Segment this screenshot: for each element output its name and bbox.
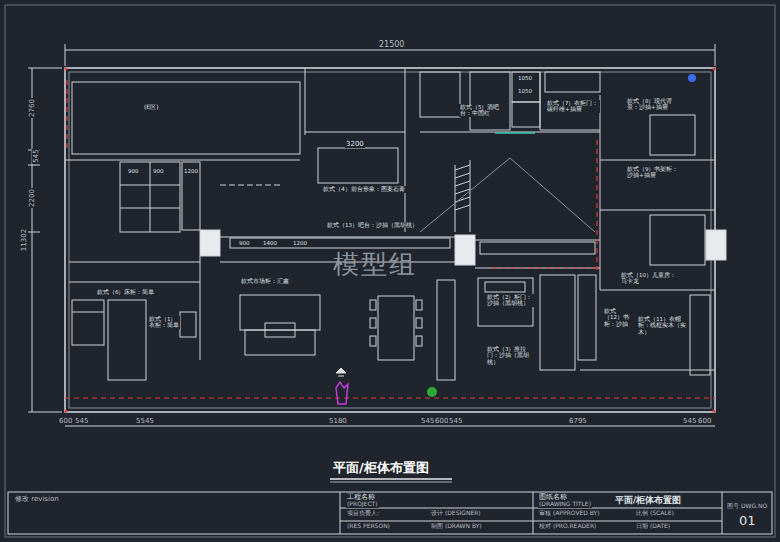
style-note: 款式（11）衣帽柜：线框实木（实木）	[637, 316, 687, 335]
dimension: 600	[58, 417, 73, 425]
style-note: 款式（10）儿童房：马卡龙	[620, 272, 682, 285]
style-note: 款式（13）吧台：沙抽（黑胡桃）	[326, 222, 419, 228]
dimension: 6795	[568, 417, 588, 425]
cabinet-size: 1200	[292, 240, 308, 246]
dimension: 545	[682, 417, 697, 425]
dimension: 2200	[28, 188, 36, 208]
cabinet-size: 1050	[517, 88, 533, 94]
title-block-cell: 平面/柜体布置图	[614, 495, 682, 505]
dimension: 3200	[345, 140, 365, 148]
style-note: 款式（3）推拉门：沙抽（黑胡桃）	[486, 346, 538, 365]
style-note: 款式（5）酒吧台：中国红	[459, 104, 503, 117]
title-block-cell: 图纸名称	[538, 493, 568, 501]
dimension: 11302	[20, 228, 28, 252]
title-block-cell: (DRAWING TITLE)	[538, 501, 592, 508]
cabinet-size: 900	[152, 168, 165, 174]
dimension: 2760	[28, 98, 36, 118]
title-block-cell: 项目负责人:	[346, 510, 380, 517]
style-note: 款式（12）书柜：沙抽	[603, 308, 635, 327]
title-block-cell: 修改 revision	[14, 495, 60, 503]
title-block-cell: 审核 (APPROVED BY)	[538, 510, 601, 517]
style-note: 款式（6）床柜：简单	[96, 289, 156, 295]
style-note: 款式（1）衣柜：简单	[148, 316, 180, 329]
style-note: 款式（8）现代背景：沙抽+抽屉	[626, 98, 682, 111]
dimension: 5180	[328, 417, 348, 425]
title-block-cell: (RES PERSON)	[346, 523, 391, 530]
cabinet-size: 1400	[262, 240, 278, 246]
drawing-title: 平面/柜体布置图	[332, 461, 430, 476]
dimension: 600	[697, 417, 712, 425]
dimension: 545	[74, 417, 89, 425]
title-block-cell: 工程名称	[346, 493, 376, 501]
drawing-number: 01	[738, 514, 757, 529]
cabinet-size: 900	[127, 168, 140, 174]
cabinet-size: 1200	[183, 168, 199, 174]
cabinet-size: 900	[238, 240, 251, 246]
watermark: 模型组	[332, 250, 418, 280]
title-block-cell: 制图 (DRAWN BY)	[430, 523, 483, 530]
style-note: 款式（7）衣柜门：碳纤维+抽屉	[546, 100, 600, 113]
title-block-cell: 设计 (DESIGNER)	[430, 510, 482, 517]
title-block-cell: (PROJECT)	[346, 501, 379, 508]
room-label: (E区)	[143, 104, 159, 111]
dimension: 545	[32, 148, 40, 163]
dimension: 21500	[378, 40, 405, 49]
style-note: 款式市场柜：汇鑫	[240, 278, 290, 285]
style-note: 款式（2）柜门：沙抽（黑胡桃）	[486, 294, 538, 307]
style-note: 款式（4）前台形象：图案石膏	[322, 186, 406, 193]
style-note: 款式（9）书架柜：沙抽+抽屉	[626, 166, 682, 179]
title-block-cell: 比例 (SCALE)	[635, 510, 675, 517]
cabinet-size: 1050	[517, 75, 533, 81]
dimension: 545	[448, 417, 463, 425]
title-block-cell: 图号 DWG.NO	[726, 503, 768, 510]
title-block-cell: 校对 (PRO.READER)	[538, 523, 597, 530]
title-block-cell: 日期 (DATE)	[635, 523, 671, 530]
dimension: 5545	[135, 417, 155, 425]
